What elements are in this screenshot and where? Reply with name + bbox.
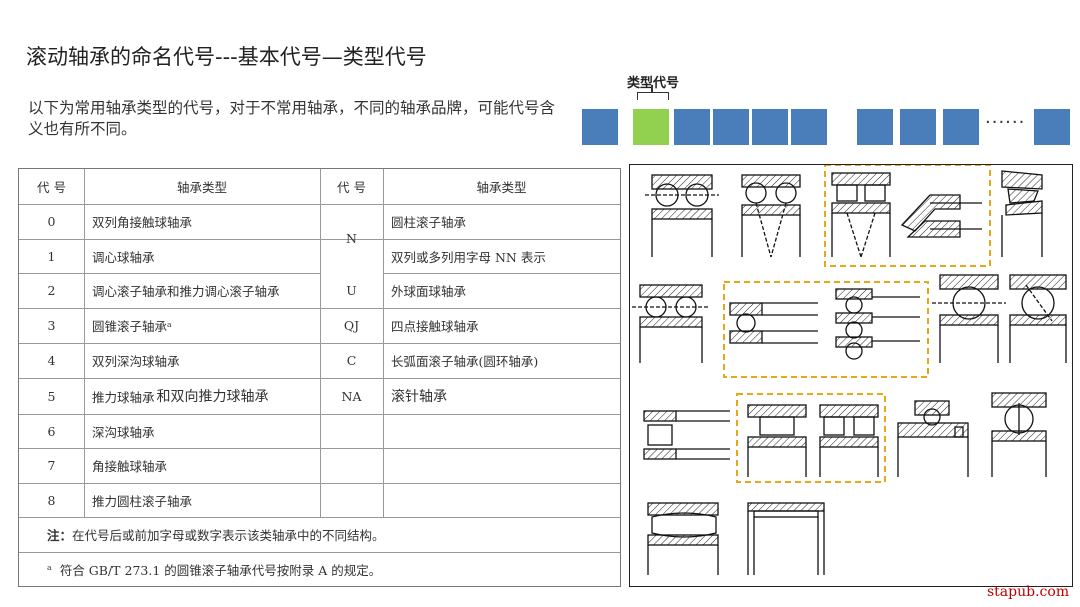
header-code-right: 代 号 [337,180,366,195]
row-type: 深沟球轴承 [92,424,155,440]
bearing-deep-groove-ball [932,274,1006,363]
bearing-thrust-self-aligning-roller [900,194,982,238]
code-box-type-highlight [633,109,669,145]
row-code: N [346,231,357,246]
code-box [582,109,618,145]
code-box [752,109,788,145]
bearing-thrust-ball [729,302,818,344]
row-code: 0 [47,214,56,229]
row-type: 长弧面滚子轴承(圆环轴承) [391,354,539,369]
row-type: 外球面球轴承 [391,284,467,299]
row-code: 4 [47,353,56,368]
table-footnote: ᵃ 符合 GB/T 273.1 的圆锥滚子轴承代号按附录 A 的规定。 [19,552,620,586]
row-type: 圆柱滚子轴承 [391,215,467,230]
row-code: 6 [47,423,56,439]
row-code: 7 [47,458,56,473]
bearing-thrust-cylindrical-roller [643,410,730,460]
row-type: 四点接触球轴承 [391,319,479,334]
highlight-frame [723,281,929,378]
type-code-label: 类型代号 [627,76,680,91]
bearing-double-row-deep-groove [632,284,710,363]
footnote-mark: ᵃ [47,561,52,577]
row-type-extra: 和双向推力球轴承 [156,389,269,405]
row-code: 8 [47,492,56,508]
header-code-left: 代 号 [37,180,66,195]
highlight-frame [824,165,991,267]
bearing-drawings [632,165,1067,575]
row-type-main: 推力球轴承 [92,389,155,405]
header-type-left: 轴承类型 [176,180,227,195]
row-type: 滚针轴承 [391,389,447,405]
bearing-double-row-cylindrical-roller [819,404,879,477]
row-type: 双列深沟球轴承 [92,354,180,369]
bearing-insert-ball [897,400,969,477]
row-type: 推力圆柱滚子轴承 [92,493,193,509]
bearing-double-row-angular-contact [645,174,719,257]
bearing-cylindrical-roller [747,404,807,477]
row-type: 推力球轴承 和双向推力球轴承 [84,378,320,414]
bearing-tapered-roller [1001,170,1043,257]
row-code: NA [341,388,362,404]
table-note: 注： 在代号后或前加字母或数字表示该类轴承中的不同结构。 [19,517,620,552]
row-code: 3 [47,318,56,333]
type-code-bracket [637,85,669,100]
row-type: 圆锥滚子轴承ᵃ [92,319,172,334]
row-code: U [346,283,357,298]
bearing-drawings-panel [629,164,1073,587]
note-label: 注： [47,528,73,543]
bearing-needle-roller [747,502,825,575]
row-type: 双列角接触球轴承 [92,215,193,230]
row-code: 5 [47,388,56,404]
row-type: 调心滚子轴承和推力调心滚子轴承 [92,284,280,299]
footnote-text: 符合 GB/T 273.1 的圆锥滚子轴承代号按附录 A 的规定。 [59,562,382,578]
bearing-type-code-table: 代 号 轴承类型 代 号 轴承类型 0 双列角接触球轴承 1 调心球轴承 2 调… [18,168,621,587]
row-type: 双列或多列用字母 NN 表示 [391,249,546,265]
row-code: C [346,353,357,368]
bearing-four-point-contact-ball [991,392,1047,477]
row-type: 角接触球轴承 [92,459,168,474]
row-code: QJ [343,318,360,333]
highlight-frame [736,393,886,483]
code-box [943,109,979,145]
bearing-toroidal-roller [647,502,719,575]
code-box [713,109,749,145]
code-box [791,109,827,145]
page-title: 滚动轴承的命名代号---基本代号—类型代号 [26,45,427,69]
description-text: 以下为常用轴承类型的代号，对于不常用轴承，不同的轴承品牌，可能代号含义也有所不同… [28,99,556,138]
header-type-right: 轴承类型 [476,180,527,195]
code-box [674,109,710,145]
code-box-ellipsis: ······ [985,112,1026,133]
bearing-self-aligning-ball [741,174,801,258]
code-box [900,109,936,145]
row-type: 调心球轴承 [92,249,155,265]
bearing-angular-contact-ball [1009,274,1067,363]
row-code: 1 [47,248,56,264]
note-text: 在代号后或前加字母或数字表示该类轴承中的不同结构。 [72,528,385,543]
code-box [1034,109,1070,145]
bearing-self-aligning-roller [831,172,891,258]
row-code: 2 [47,283,56,298]
bearing-double-direction-thrust-ball [835,288,920,360]
code-box [857,109,893,145]
watermark: stapub.com [987,584,1070,600]
